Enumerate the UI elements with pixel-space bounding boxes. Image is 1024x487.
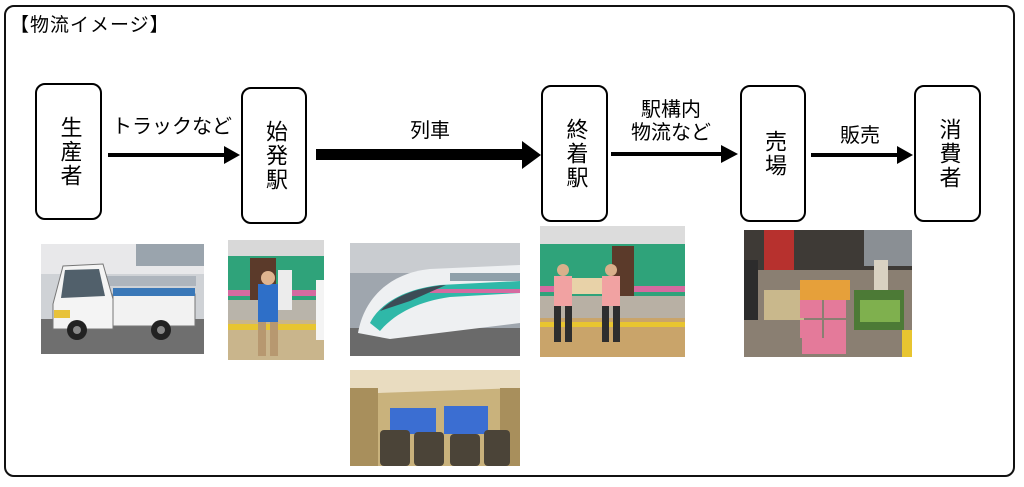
photo-light-truck: [41, 244, 204, 354]
node-producer: 生産者: [35, 83, 102, 220]
photo-origin-station-loading: [228, 240, 324, 360]
node-producer-label: 生産者: [56, 115, 82, 188]
arrow-sales: [811, 146, 913, 164]
node-origin-station: 始発駅: [241, 87, 307, 224]
diagram-frame: [4, 5, 1015, 477]
photo-terminal-station-unloading: [540, 226, 685, 357]
edge-label-in-station-line1: 駅構内: [641, 97, 701, 121]
node-origin-station-label: 始発駅: [262, 119, 287, 192]
node-consumer-label: 消費者: [935, 117, 961, 190]
edge-label-sales: 販売: [840, 123, 880, 147]
edge-label-in-station-line2: 物流など: [631, 120, 711, 144]
arrow-truck: [108, 146, 240, 164]
photo-market-produce: [744, 230, 912, 357]
node-terminal-station: 終着駅: [541, 85, 608, 222]
node-terminal-station-label: 終着駅: [562, 117, 588, 190]
diagram-title: 【物流イメージ】: [10, 14, 170, 36]
arrow-train: [316, 141, 541, 169]
photo-shinkansen: [350, 243, 520, 356]
edge-label-truck: トラックなど: [112, 114, 232, 138]
node-sales-floor: 売場: [740, 85, 806, 222]
node-sales-floor-label: 売場: [761, 129, 786, 178]
arrow-in-station: [611, 145, 738, 163]
node-consumer: 消費者: [914, 85, 981, 222]
edge-label-train: 列車: [410, 118, 450, 142]
photo-car-interior-cargo: [350, 370, 520, 466]
